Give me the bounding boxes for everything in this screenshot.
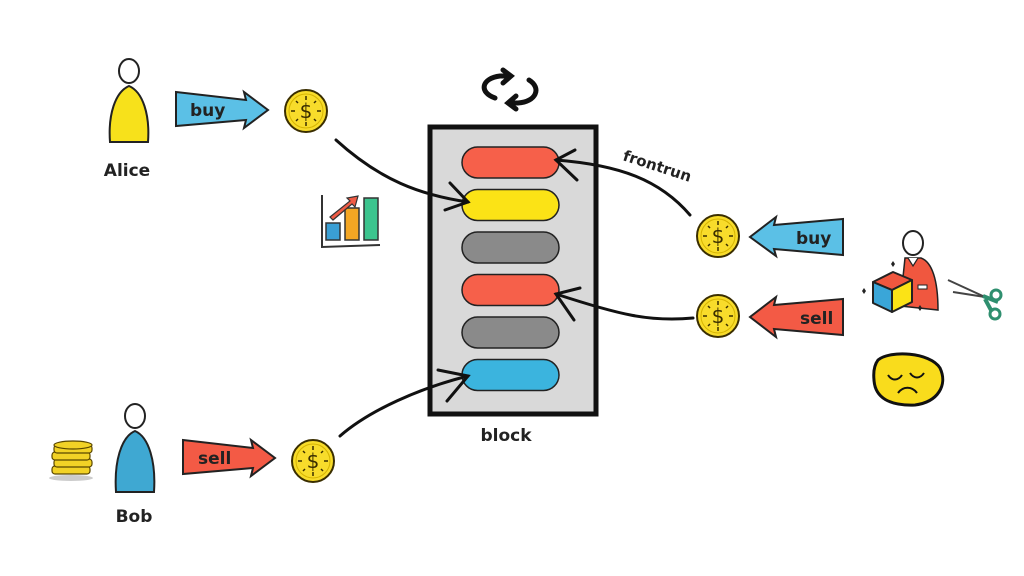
- bob-to-tx6-line: [338, 374, 470, 438]
- bob-sell-label: sell: [198, 449, 231, 469]
- alice-tx2-arrowhead: [443, 181, 471, 212]
- transaction-attacker-sell: [461, 273, 560, 307]
- alice-body: [108, 84, 150, 143]
- alice-coin-icon: [284, 89, 328, 133]
- attacker-sell-label: sell: [800, 309, 833, 329]
- bob-tx6-arrowhead: [436, 368, 471, 403]
- transaction-other: [461, 231, 560, 264]
- attacker-sell-arrow: sell: [748, 294, 844, 340]
- block-label: block: [480, 426, 532, 446]
- attacker-buy-label: buy: [796, 229, 831, 249]
- attacker-buy-arrow: buy: [748, 214, 844, 259]
- attacker-buy-coin-icon: [696, 214, 740, 258]
- chart-growth-icon: [321, 195, 381, 249]
- alice-label: Alice: [104, 161, 150, 181]
- alice-buy-label: buy: [190, 101, 225, 121]
- alice-head: [118, 58, 140, 84]
- transaction-list: [461, 146, 560, 392]
- bob-body: [114, 429, 156, 493]
- cube-icon: [872, 271, 913, 313]
- frontrun-line: [554, 158, 692, 217]
- frontrun-label: frontrun: [621, 147, 694, 186]
- alice-to-tx2-line: [334, 138, 470, 204]
- bob-sell-arrow: sell: [182, 437, 277, 479]
- bob-label: Bob: [116, 507, 153, 527]
- sad-face-icon: [872, 352, 945, 407]
- coin-stack-icon: [49, 440, 93, 481]
- bob-figure: [114, 403, 156, 493]
- alice-buy-arrow: buy: [175, 89, 270, 131]
- attacker-sell-arrowhead: [553, 286, 582, 322]
- scissors-icon: [947, 279, 1003, 321]
- bob-coin-icon: [291, 439, 335, 483]
- alice-figure: [108, 58, 150, 143]
- attacker-sell-line: [554, 292, 695, 321]
- attacker-sell-coin-icon: [696, 294, 740, 338]
- transaction-bob-sell: [461, 358, 560, 392]
- transaction-alice-buy: [461, 188, 560, 222]
- sparkle-icons: [862, 261, 922, 311]
- connections: [334, 138, 695, 438]
- transaction-other: [461, 316, 560, 349]
- refresh-cycle-icon: [481, 67, 539, 112]
- frontrun-arrowhead: [553, 148, 579, 182]
- bob-head: [124, 403, 146, 429]
- transaction-attacker-buy: [461, 146, 560, 179]
